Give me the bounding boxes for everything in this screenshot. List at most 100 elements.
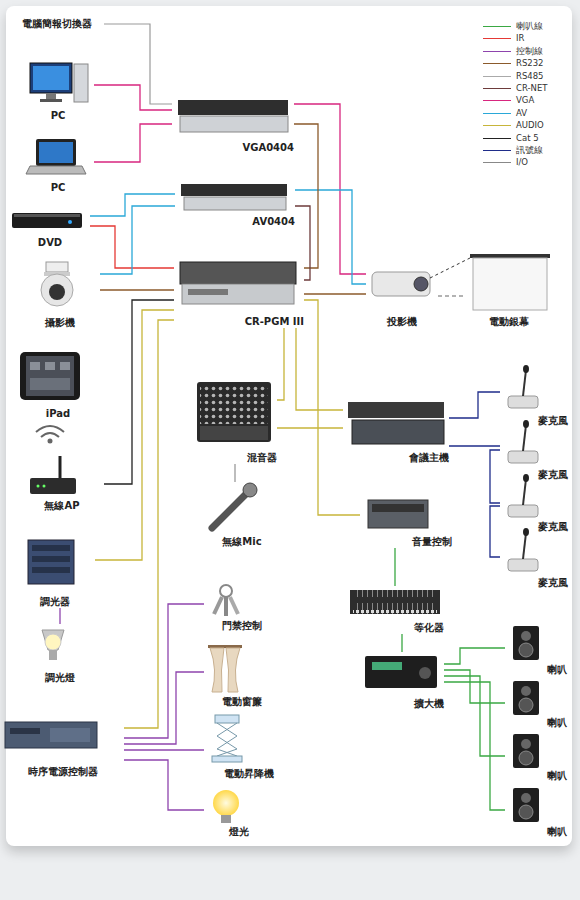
legend-row: RS232 bbox=[483, 57, 575, 69]
device-node: 燈光 bbox=[204, 786, 274, 838]
device-label: 喇叭 bbox=[505, 826, 567, 838]
conference-host-icon bbox=[348, 402, 444, 444]
device-label: PC bbox=[22, 110, 94, 122]
central-controller-icon-part bbox=[182, 284, 294, 304]
conference-host-icon-part bbox=[348, 402, 444, 418]
device-label: VGA0404 bbox=[172, 142, 294, 154]
mixer-icon-part bbox=[197, 382, 271, 442]
power-sequencer-icon-part bbox=[10, 728, 40, 734]
cable-line bbox=[296, 328, 343, 410]
speaker-icon bbox=[513, 626, 539, 822]
amplifier-icon-part bbox=[372, 662, 402, 670]
laptop-icon-part bbox=[36, 139, 76, 166]
legend-text: I/O bbox=[516, 156, 528, 168]
wifi-symbol-part bbox=[41, 433, 59, 437]
device-label: 時序電源控制器 bbox=[2, 766, 124, 778]
cable-line bbox=[294, 104, 366, 274]
dimmer-icon-part bbox=[28, 540, 74, 584]
device-node: 無線AP bbox=[20, 452, 104, 512]
device-label: CR-PGM III bbox=[174, 316, 304, 328]
speaker-icon-part bbox=[521, 739, 531, 749]
wifi-symbol-part bbox=[49, 440, 52, 443]
cable-line bbox=[304, 293, 366, 294]
device-label: iPad bbox=[18, 408, 98, 420]
background-panel bbox=[6, 6, 572, 846]
legend-row: Cat 5 bbox=[483, 132, 575, 144]
wireless-mic-icon bbox=[212, 483, 257, 528]
device-label: 喇叭 bbox=[505, 717, 567, 729]
cable-line bbox=[401, 634, 402, 652]
cable-line bbox=[100, 206, 175, 274]
cable-line bbox=[100, 289, 174, 290]
speaker-icon-part bbox=[521, 686, 531, 696]
projector-icon-part bbox=[414, 277, 428, 291]
legend-text: AUDIO bbox=[516, 119, 544, 131]
device-node: 投影機 bbox=[366, 264, 438, 328]
central-controller-icon bbox=[180, 262, 296, 304]
volume-control-icon bbox=[368, 500, 428, 528]
cable-line bbox=[490, 450, 500, 503]
cable-line bbox=[277, 427, 343, 428]
wireless-mic-icon-part bbox=[212, 494, 246, 528]
device-label: 電動窗簾 bbox=[204, 696, 280, 708]
equalizer-icon-part bbox=[353, 590, 437, 614]
legend-text: RS232 bbox=[516, 57, 544, 69]
device-label: 投影機 bbox=[366, 316, 438, 328]
av-matrix-icon-part bbox=[181, 184, 287, 196]
legend-row: 控制線 bbox=[483, 45, 575, 57]
speaker-icon-part bbox=[519, 698, 533, 712]
ipad-icon-part bbox=[30, 362, 40, 370]
cable-line bbox=[449, 392, 500, 418]
cable-line bbox=[234, 464, 235, 482]
device-label: 調光器 bbox=[15, 596, 95, 608]
device-node: 會議主機 bbox=[343, 396, 449, 464]
wireless-mic-icon-part bbox=[243, 483, 257, 497]
keys-icon-part bbox=[220, 585, 232, 597]
legend-text: 訊號線 bbox=[516, 144, 543, 156]
legend-line-sample bbox=[483, 113, 511, 114]
legend-text: Cat 5 bbox=[516, 132, 539, 144]
dimmer-icon-part bbox=[32, 545, 70, 551]
vga-matrix-icon-part bbox=[178, 100, 288, 115]
camera-icon bbox=[41, 262, 73, 306]
legend-text: IR bbox=[516, 32, 524, 44]
annotation-label: 電腦簡報切換器 bbox=[22, 18, 92, 30]
access-point-icon-part bbox=[37, 485, 40, 488]
legend-row: IR bbox=[483, 32, 575, 44]
cable-line bbox=[95, 310, 174, 560]
device-label: 擴大機 bbox=[360, 698, 444, 710]
conference-mic-icon-part bbox=[523, 365, 529, 373]
cable-line bbox=[449, 445, 500, 446]
leader-line bbox=[104, 24, 172, 104]
ipad-icon-part bbox=[26, 356, 74, 396]
access-point-icon bbox=[30, 456, 76, 494]
equalizer-icon-part bbox=[350, 590, 440, 614]
device-label: 攝影機 bbox=[20, 317, 100, 329]
keys-icon-part bbox=[214, 597, 222, 614]
speaker-icon-part bbox=[513, 788, 539, 822]
mixer-icon bbox=[197, 382, 271, 442]
legend-line-sample bbox=[483, 88, 511, 89]
mixer-icon-part bbox=[200, 386, 268, 424]
vga-matrix-icon-part bbox=[180, 116, 288, 132]
cable-line bbox=[295, 206, 310, 280]
legend-row: 喇叭線 bbox=[483, 20, 575, 32]
device-node: 音量控制 bbox=[360, 494, 452, 548]
bulb-icon-part bbox=[213, 790, 239, 816]
cable-line bbox=[124, 749, 204, 750]
ipad-icon-part bbox=[60, 362, 70, 370]
legend-row: RS485 bbox=[483, 70, 575, 82]
cable-line bbox=[59, 608, 60, 624]
device-node: 等化器 bbox=[346, 586, 444, 634]
device-node: 電動窗簾 bbox=[204, 642, 280, 708]
speaker-icon-part bbox=[521, 793, 531, 803]
lamp-icon-part bbox=[45, 634, 61, 650]
device-label: 混音器 bbox=[193, 452, 277, 464]
volume-control-icon-part bbox=[368, 500, 428, 528]
legend-line-sample bbox=[483, 138, 511, 139]
device-node: 調光器 bbox=[15, 533, 95, 608]
vga-matrix-icon bbox=[178, 100, 288, 132]
